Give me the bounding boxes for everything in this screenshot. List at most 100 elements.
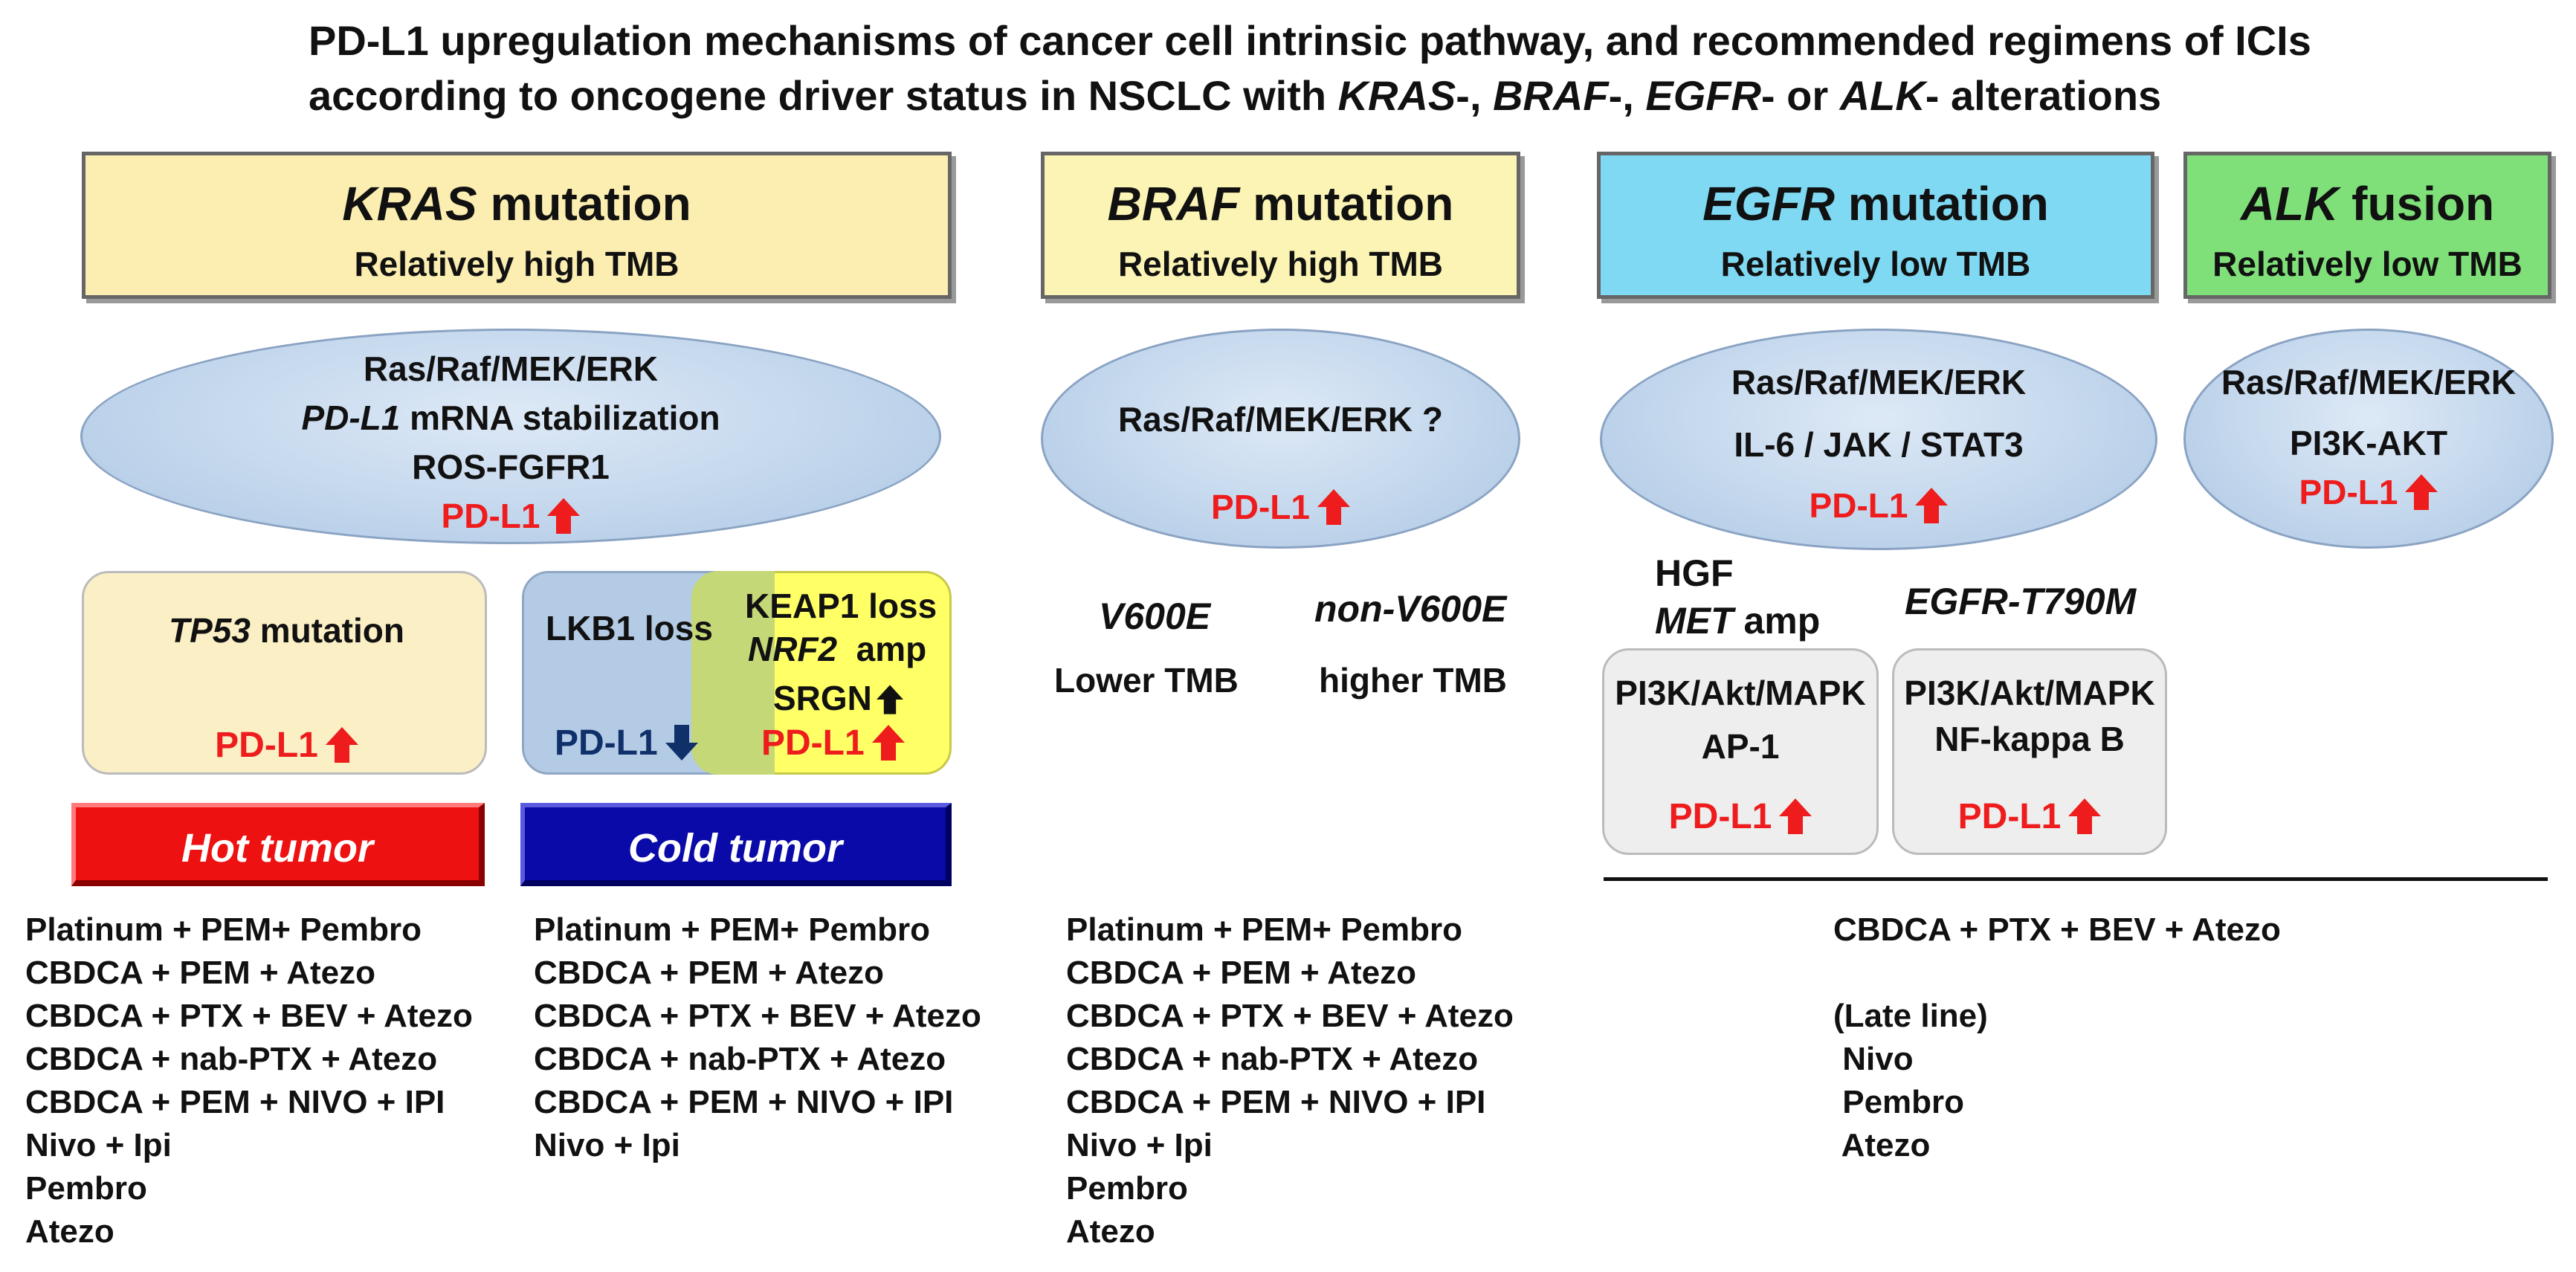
- egfr-gene: EGFR: [1702, 177, 1835, 230]
- braf-header: BRAF mutation Relatively high TMB: [1041, 152, 1520, 299]
- braf-non-v600e-tmb: higher TMB: [1319, 661, 1507, 700]
- egfr-alk-first-line: CBDCA + PTX + BEV + Atezo: [1833, 911, 2281, 948]
- regimen-item: Pembro: [1066, 1170, 1188, 1207]
- regimen-item: CBDCA + nab-PTX + Atezo: [25, 1041, 438, 1077]
- regimen-item: Atezo: [1066, 1213, 1155, 1250]
- up-arrow-icon: [876, 683, 903, 716]
- late-line-list: Nivo Pembro Atezo: [1833, 1038, 2281, 1167]
- braf-gene: BRAF: [1107, 177, 1240, 230]
- egfr-header: EGFR mutation Relatively low TMB: [1597, 152, 2154, 299]
- cold-tumor-banner: Cold tumor: [520, 803, 952, 886]
- lkb1-pdl1-down: PD-L1: [555, 723, 698, 763]
- regimen-item: CBDCA + PEM + Atezo: [534, 955, 885, 991]
- regimen-item: CBDCA + nab-PTX + Atezo: [1066, 1041, 1479, 1077]
- braf-pdl1-up: PD-L1: [1043, 482, 1518, 532]
- up-arrow-icon: [2405, 474, 2438, 510]
- regimen-item: Platinum + PEM+ Pembro: [534, 911, 931, 948]
- up-arrow-icon: [1779, 798, 1812, 834]
- kras-pathway-ellipse: Ras/Raf/MEK/ERK PD-L1 mRNA stabilization…: [80, 329, 941, 544]
- alk-gene: ALK: [2240, 177, 2339, 230]
- alk-pathway-ras: Ras/Raf/MEK/ERK: [2221, 363, 2517, 401]
- egfr-t790m-nfkb: NF-kappa B: [1934, 720, 2125, 758]
- up-arrow-icon: [1317, 489, 1350, 525]
- regimen-item: Nivo + Ipi: [25, 1127, 172, 1163]
- kras-gene: KRAS: [342, 177, 477, 230]
- kras-pathway-mrna: PD-L1 mRNA stabilization: [301, 398, 720, 437]
- braf-non-v600e: non-V600E: [1314, 588, 1507, 630]
- egfr-alk-regimens: CBDCA + PTX + BEV + Atezo (Late line) Ni…: [1833, 908, 2281, 1167]
- regimen-item: Atezo: [25, 1213, 114, 1250]
- regimen-item: CBDCA + PEM + NIVO + IPI: [25, 1084, 445, 1120]
- regimen-item: CBDCA + PEM + Atezo: [1066, 955, 1417, 991]
- egfr-pathway-ras: Ras/Raf/MEK/ERK: [1731, 363, 2027, 401]
- kras-pdl1-up: PD-L1: [83, 491, 939, 540]
- regimen-item: CBDCA + PTX + BEV + Atezo: [1066, 998, 1514, 1034]
- alk-tmb: Relatively low TMB: [2212, 245, 2522, 283]
- braf-pathway-ras: Ras/Raf/MEK/ERK ?: [1117, 400, 1444, 439]
- tp53-label: TP53 mutation: [169, 611, 404, 650]
- up-arrow-icon: [871, 725, 905, 761]
- regimen-item: CBDCA + PEM + Atezo: [25, 955, 376, 991]
- egfr-hgf: HGF: [1655, 552, 1734, 594]
- regimen-item: Nivo + Ipi: [1066, 1127, 1213, 1163]
- braf-pathway-ellipse: Ras/Raf/MEK/ERK ? PD-L1: [1041, 329, 1520, 549]
- regimen-item: Nivo + Ipi: [534, 1127, 680, 1163]
- regimen-item: Platinum + PEM+ Pembro: [25, 911, 422, 948]
- braf-v600e: V600E: [1099, 595, 1211, 637]
- kras-tmb: Relatively high TMB: [354, 245, 679, 283]
- regimen-item: Platinum + PEM+ Pembro: [1066, 911, 1463, 948]
- kras-header: KRAS mutation Relatively high TMB: [82, 152, 952, 299]
- egfr-t790m-pi3k: PI3K/Akt/MAPK: [1904, 674, 2155, 712]
- keap1-pdl1-up: PD-L1: [761, 723, 905, 763]
- egfr-met-ap1: AP-1: [1701, 727, 1780, 766]
- regimen-item: CBDCA + PEM + NIVO + IPI: [534, 1084, 954, 1120]
- braf-v600e-tmb: Lower TMB: [1054, 661, 1239, 700]
- alk-pathway-pi3k: PI3K-AKT: [2289, 424, 2448, 462]
- lkb1-keap1-overlap: [691, 571, 775, 775]
- figure-title: PD-L1 upregulation mechanisms of cancer …: [309, 13, 2539, 123]
- keap1-label: KEAP1 loss: [745, 587, 937, 625]
- egfr-tmb: Relatively low TMB: [1720, 245, 2031, 283]
- egfr-t790m: EGFR-T790M: [1905, 581, 2137, 622]
- egfr-met-amp: MET amp: [1655, 600, 1821, 642]
- hot-tumor-banner: Hot tumor: [71, 803, 485, 886]
- up-arrow-icon: [2068, 798, 2102, 834]
- braf-tmb: Relatively high TMB: [1117, 245, 1444, 283]
- title-line-2: according to oncogene driver status in N…: [309, 72, 2162, 119]
- egfr-pdl1-up: PD-L1: [1602, 481, 2155, 530]
- tp53-box: TP53 mutation PD-L1: [82, 571, 487, 775]
- down-arrow-icon: [665, 725, 698, 761]
- title-line-1: PD-L1 upregulation mechanisms of cancer …: [309, 17, 2311, 64]
- egfr-pathway-il6: IL-6 / JAK / STAT3: [1734, 425, 2024, 464]
- alk-pathway-ellipse: Ras/Raf/MEK/ERK PI3K-AKT PD-L1: [2183, 329, 2554, 549]
- srgn-label: SRGN: [773, 677, 903, 720]
- kras-pathway-ros: ROS-FGFR1: [412, 448, 610, 486]
- regimen-item: Atezo: [1833, 1127, 1931, 1163]
- nrf2-label: NRF2 amp: [748, 630, 927, 668]
- regimen-item: CBDCA + PTX + BEV + Atezo: [25, 998, 473, 1034]
- regimen-item: CBDCA + nab-PTX + Atezo: [534, 1041, 946, 1077]
- up-arrow-icon: [1915, 488, 1949, 523]
- tp53-pdl1-up: PD-L1: [84, 725, 489, 766]
- late-line-label: (Late line): [1833, 998, 1988, 1034]
- egfr-met-pdl1-up: PD-L1: [1604, 796, 1876, 837]
- regimen-item: Pembro: [25, 1170, 147, 1207]
- regimen-item: Pembro: [1833, 1084, 1965, 1120]
- regimen-item: Nivo: [1833, 1041, 1914, 1077]
- alk-header: ALK fusion Relatively low TMB: [2183, 152, 2551, 299]
- regimen-item: CBDCA + PTX + BEV + Atezo: [534, 998, 981, 1034]
- up-arrow-icon: [325, 727, 358, 763]
- alk-pdl1-up: PD-L1: [2186, 468, 2551, 517]
- egfr-alk-divider: [1604, 877, 2548, 881]
- up-arrow-icon: [547, 498, 581, 534]
- kras-pathway-ras: Ras/Raf/MEK/ERK: [363, 349, 659, 388]
- egfr-met-pi3k: PI3K/Akt/MAPK: [1615, 674, 1866, 712]
- egfr-t790m-box: PI3K/Akt/MAPK NF-kappa B PD-L1: [1892, 648, 2167, 855]
- egfr-t790m-pdl1-up: PD-L1: [1894, 796, 2165, 837]
- lkb1-label: LKB1 loss: [546, 609, 713, 648]
- egfr-met-box: PI3K/Akt/MAPK AP-1 PD-L1: [1602, 648, 1879, 855]
- egfr-pathway-ellipse: Ras/Raf/MEK/ERK IL-6 / JAK / STAT3 PD-L1: [1600, 329, 2157, 550]
